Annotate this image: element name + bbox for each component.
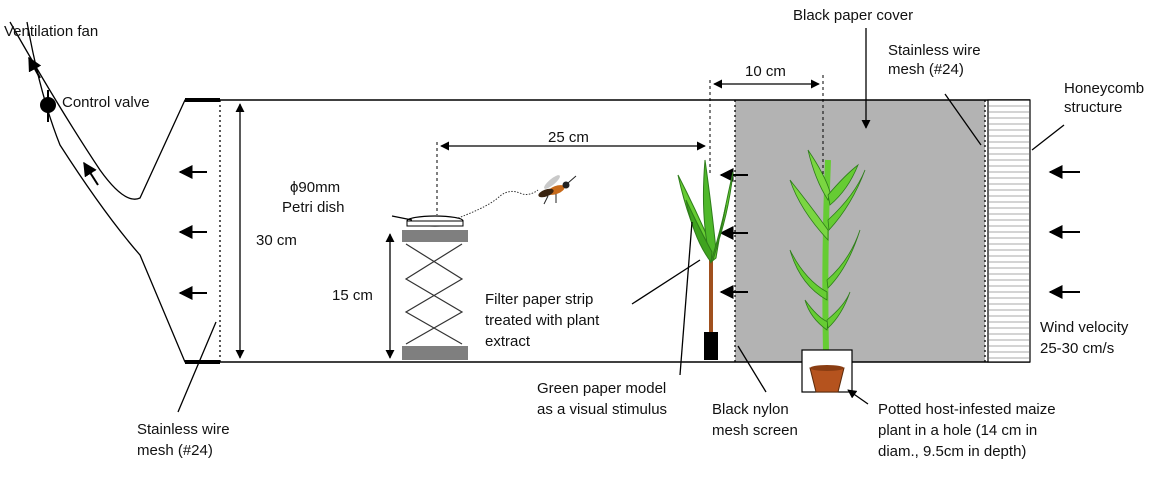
petri-dish-body [406,220,464,227]
label-black-paper-cover: Black paper cover [793,7,913,24]
label-stainless-mesh-right: Stainless wire mesh (#24) [888,42,985,78]
pot-icon [809,367,845,393]
honeycomb-cells [989,105,1029,359]
leader-honeycomb [1031,124,1065,151]
label-dim-10cm: 10 cm [745,63,786,80]
label-green-model: Green paper model as a visual stimulus [537,380,670,418]
label-stainless-mesh-left: Stainless wire mesh (#24) [137,421,234,459]
fan-flow-arrow-2 [83,161,99,186]
fan-flow-arrow-1 [28,56,42,79]
insect-flight-path [457,189,539,219]
leader-petri-dish [391,215,413,221]
honeycomb-structure [987,99,1031,363]
parasitoid-wasp-icon [538,175,577,205]
funnel-outline [9,21,220,363]
label-petri-dish: ϕ90mm Petri dish [282,179,345,216]
label-dim-30cm: 30 cm [256,232,297,249]
maize-plant-icon [789,149,866,353]
leader-stainless-mesh-right [944,93,982,146]
label-honeycomb: Honeycomb structure [1064,80,1148,116]
label-potted-plant: Potted host-infested maize plant in a ho… [878,401,1060,460]
leader-potted-plant [847,389,869,405]
leader-black-nylon [737,345,767,393]
pot-rim [810,365,844,371]
model-base-block [704,332,718,360]
lift-top-plate [402,230,468,242]
lift-bottom-plate [402,346,468,360]
leader-filter-paper [631,259,701,305]
label-wind-velocity: Wind velocity 25-30 cm/s [1040,319,1133,357]
label-dim-15cm: 15 cm [332,287,373,304]
label-dim-25cm: 25 cm [548,129,589,146]
leader-green-model [679,221,693,376]
label-black-nylon: Black nylon mesh screen [712,401,798,439]
label-control-valve: Control valve [62,94,150,111]
label-ventilation-fan: Ventilation fan [4,23,98,40]
green-paper-model-icon [677,159,734,264]
label-filter-paper: Filter paper strip treated with plant ex… [485,291,603,350]
lift-scissor-arms [404,243,464,345]
leader-stainless-mesh-left [177,321,217,413]
